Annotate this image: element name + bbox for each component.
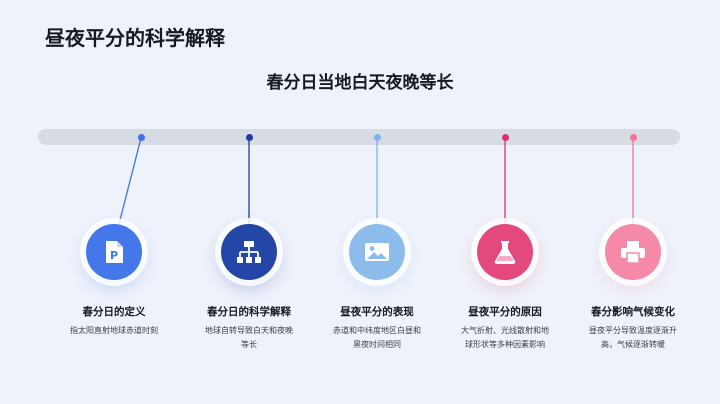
item-circle-2[interactable]: [221, 224, 277, 280]
item-circle-1[interactable]: P: [86, 224, 142, 280]
printer-icon: [621, 241, 645, 264]
item-title-5: 春分影响气候变化: [591, 306, 675, 318]
item-circle-4[interactable]: [477, 224, 533, 280]
item-desc-3: 赤道和中纬度地区白昼和黑夜时间相同: [333, 326, 421, 349]
item-title-1: 春分日的定义: [82, 306, 146, 318]
item-title-4: 昼夜平分的原因: [468, 306, 542, 318]
image-icon: [365, 243, 389, 261]
timeline-dot-5: [629, 134, 637, 141]
page-title: 昼夜平分的科学解释: [45, 26, 225, 50]
item-title-3: 昼夜平分的表现: [340, 306, 414, 318]
flask-icon: [494, 241, 516, 265]
timeline-track: [38, 129, 680, 145]
timeline-dot-3: [373, 134, 381, 141]
timeline-dot-1: [137, 134, 145, 141]
timeline-dot-4: [501, 134, 509, 141]
item-circle-3[interactable]: [349, 224, 405, 280]
svg-text:P: P: [110, 249, 118, 262]
document-p-icon: P: [106, 241, 123, 263]
connector-line-1: [118, 137, 142, 225]
item-desc-1: 指太阳直射地球赤道时刻: [70, 326, 158, 335]
item-desc-2: 地球自转导致白天和夜晚等长: [205, 326, 293, 349]
item-desc-4: 大气折射、光线散射和地球形状等多种因素影响: [461, 326, 549, 349]
item-title-2: 春分日的科学解释: [207, 306, 291, 318]
item-circle-5[interactable]: [605, 224, 661, 280]
item-desc-5: 昼夜平分导致温度逐渐升高，气候逐渐转暖: [589, 326, 677, 349]
timeline-dot-2: [245, 134, 253, 141]
subtitle: 春分日当地白天夜晚等长: [266, 73, 454, 93]
flowchart-icon: [237, 241, 261, 263]
